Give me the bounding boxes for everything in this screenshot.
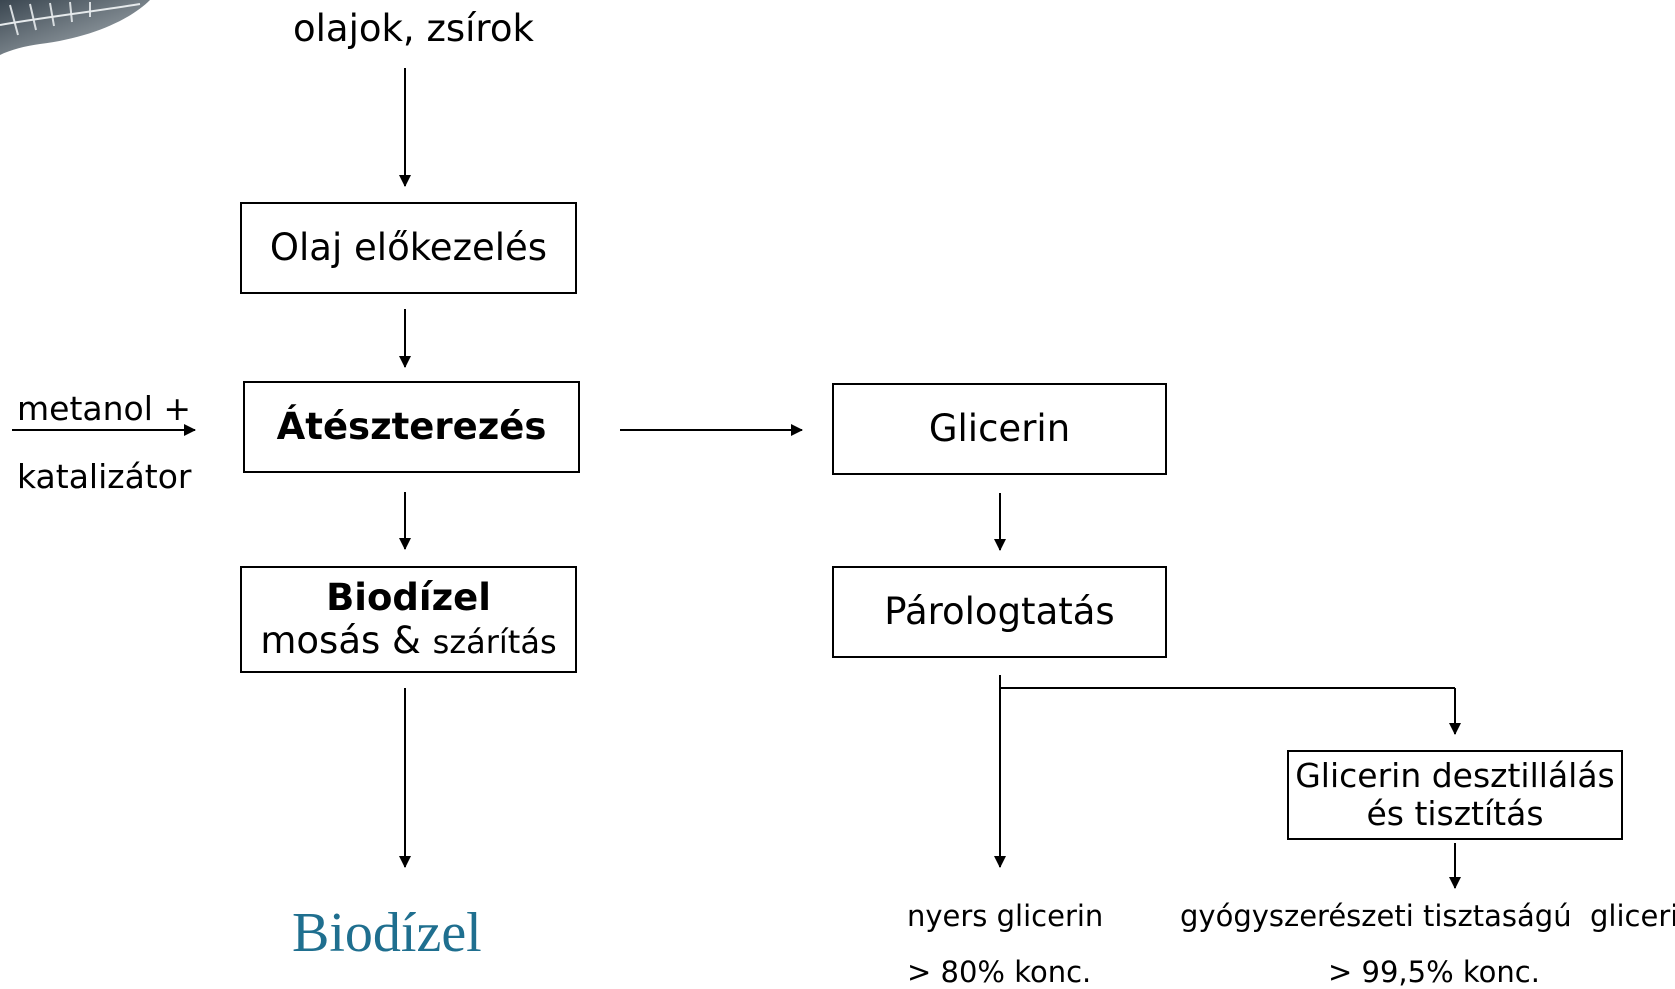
methanol-label: metanol + — [17, 389, 192, 428]
evaporation-box: Párologtatás — [832, 566, 1167, 658]
evaporation-label: Párologtatás — [884, 589, 1115, 633]
distillation-line2: és tisztítás — [1366, 794, 1544, 833]
crude-glycerin-label: nyers glicerin — [907, 899, 1104, 933]
glycerin-label: Glicerin — [928, 406, 1071, 450]
biodiesel-output-label: Biodízel — [292, 902, 482, 964]
catalyst-label: katalizátor — [17, 457, 192, 496]
pharma-glycerin-concentration: > 99,5% konc. — [1328, 955, 1540, 989]
crude-glycerin-concentration: > 80% konc. — [907, 955, 1092, 989]
glycerin-box: Glicerin — [832, 383, 1167, 475]
biodiesel-wash-subtitle: mosás & szárítás — [260, 618, 557, 663]
pharma-glycerin-label: gyógyszerészeti tisztaságú glicerin — [1180, 899, 1675, 933]
pretreatment-box: Olaj előkezelés — [240, 202, 577, 294]
biodiesel-wash-box: Biodízel mosás & szárítás — [240, 566, 577, 673]
input-oils-fats-label: olajok, zsírok — [293, 7, 534, 50]
biodiesel-wash-sub2: szárítás — [432, 622, 557, 661]
transesterification-box: Átészterezés — [243, 381, 580, 473]
biodiesel-wash-title: Biodízel — [326, 575, 491, 619]
distillation-line1: Glicerin desztillálás — [1295, 756, 1615, 796]
biodiesel-wash-sub1: mosás & — [260, 618, 421, 662]
transesterification-label: Átészterezés — [276, 404, 547, 448]
corner-logo-image — [0, 0, 150, 55]
pretreatment-label: Olaj előkezelés — [269, 225, 548, 269]
distillation-box: Glicerin desztillálás és tisztítás — [1287, 750, 1623, 840]
